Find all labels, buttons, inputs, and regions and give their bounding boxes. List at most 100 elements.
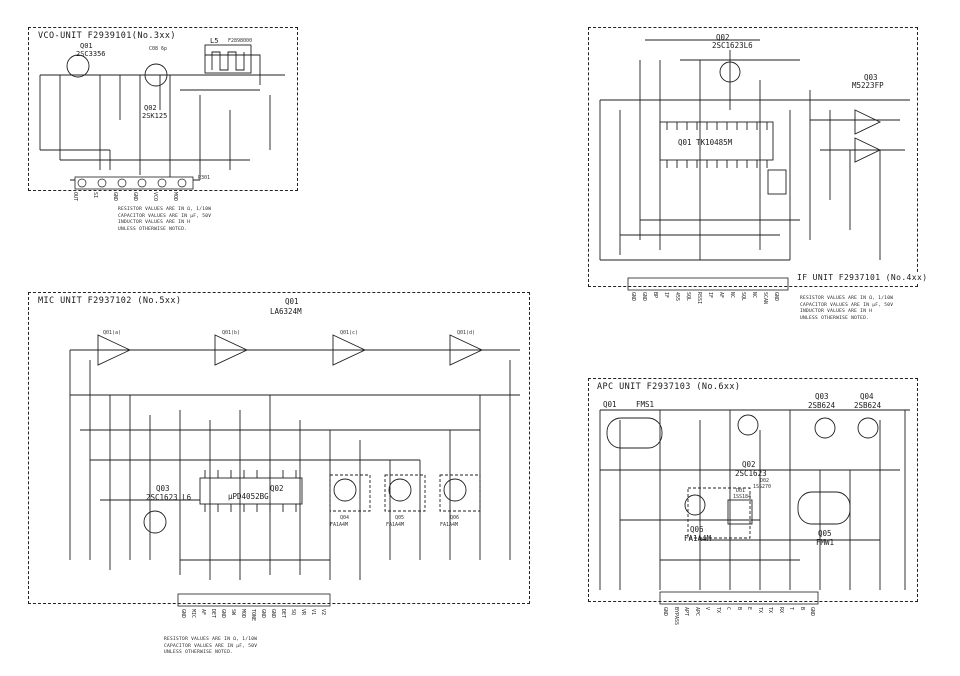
apc-d01-part: 1SS184: [733, 494, 752, 500]
apc-pin-label: B: [798, 607, 805, 611]
mic-note-line: RESISTOR VALUES ARE IN Ω, 1/10W: [164, 637, 258, 642]
if-q03-label: Q03: [864, 73, 878, 82]
apc-q03-part: 2SB624: [808, 401, 836, 410]
vco-q02-label: Q02: [144, 104, 157, 112]
mic-q03-label: Q03: [156, 484, 170, 493]
if-pin-label: 455: [674, 292, 680, 302]
apc-pin-label: E: [746, 607, 752, 611]
if-pin-label: IF: [663, 292, 669, 299]
mic-q06-label: Q06: [450, 515, 460, 521]
apc-pin-label: GND: [662, 607, 668, 617]
if-pin-label: NC: [751, 292, 757, 299]
mic-pin-label: AF: [200, 609, 206, 616]
if-pin-label: SQL: [740, 292, 746, 302]
apc-d02-label: D02: [760, 478, 770, 484]
if-pin-label: BP: [652, 292, 658, 299]
vco-coil-label: L5: [210, 37, 219, 45]
vco-coil-part: F2898000: [228, 38, 253, 44]
vco-note-line: CAPACITOR VALUES ARE IN µF, 50V: [118, 213, 212, 219]
if-q01-label: Q01 TK10485M: [678, 138, 733, 147]
mic-pin-label: SW: [230, 609, 236, 616]
if-pin-label: RSSI: [696, 292, 702, 305]
mic-opamp-b-label: Q01(b): [222, 330, 241, 336]
apc-pin-label: TX: [714, 607, 721, 614]
if-note-line: INDUCTOR VALUES ARE IN H: [800, 309, 873, 314]
apc-pin-label: RX: [777, 607, 784, 614]
mic-note-line: UNLESS OTHERWISE NOTED.: [164, 650, 234, 655]
mic-pin-label: DET: [280, 609, 286, 619]
vco-unit-title: VCO-UNIT F2939101(No.3xx): [36, 31, 178, 41]
apc-q06-label: Q06: [690, 525, 704, 534]
apc-q05-part: FMW1: [816, 538, 835, 547]
apc-pin-label: GND: [809, 607, 815, 617]
mic-q04-label: Q04: [340, 515, 350, 521]
mic-pin-label: MIC: [190, 609, 196, 619]
if-note-line: RESISTOR VALUES ARE IN Ω, 1/10W: [800, 296, 894, 301]
vco-q01-label: Q01: [80, 42, 93, 50]
apc-pin-label: T: [788, 607, 794, 611]
mic-q02-part: µPD4052BG: [228, 492, 269, 501]
mic-pin-label: GND: [260, 609, 266, 619]
mic-opamp-a-label: Q01(a): [103, 330, 122, 336]
if-q02-label: Q02: [716, 33, 730, 42]
apc-d02-part: 1SS270: [753, 484, 772, 490]
if-pin-label: SCAN: [762, 292, 768, 305]
apc-q02-part: 2SC1623: [735, 469, 767, 478]
apc-pin-label: TX: [756, 607, 763, 614]
vco-q01-part: 2SC3356: [76, 50, 106, 58]
mic-q05-part: FA1A4M: [386, 522, 405, 528]
mic-pin-label: MOD: [240, 609, 246, 619]
if-pin-label: SQL: [685, 292, 691, 302]
if-unit-title: IF UNIT F2937101 (No.4xx): [795, 273, 930, 282]
apc-unit-title: APC UNIT F2937103 (No.6xx): [595, 382, 743, 392]
mic-q01-part: LA6324M: [270, 307, 302, 316]
if-pin-label: NC: [729, 292, 735, 299]
vco-pin-label: GND: [132, 192, 138, 202]
mic-unit-frame: [28, 292, 530, 604]
vco-pin-label: OUT: [72, 192, 78, 202]
apc-q04-part: 2SB624: [854, 401, 882, 410]
if-notes: RESISTOR VALUES ARE IN Ω, 1/10W CAPACITO…: [800, 296, 893, 322]
apc-q05-label: Q05: [818, 529, 832, 538]
apc-q02-label: Q02: [742, 460, 756, 469]
apc-pin-label: APC: [693, 607, 700, 617]
if-pin-label: GND: [641, 292, 647, 302]
apc-pin-label: V: [704, 607, 710, 611]
if-pin-label: GND: [773, 292, 779, 302]
vco-note-line: RESISTOR VALUES ARE IN Ω, 1/10W: [118, 207, 212, 212]
mic-q02-label: Q02: [270, 484, 284, 493]
vco-q02-part: 2SK125: [142, 112, 168, 120]
mic-opamp-c-label: Q01(c): [340, 330, 359, 336]
apc-q01-label: Q01: [603, 400, 617, 409]
mic-notes: RESISTOR VALUES ARE IN Ω, 1/10W CAPACITO…: [164, 637, 257, 657]
mic-q05-label: Q05: [395, 515, 405, 521]
mic-pin-label: DET: [210, 609, 216, 619]
apc-pin-label: TX: [767, 607, 773, 614]
apc-q01-part: FMS1: [636, 400, 655, 409]
if-q02-part: 2SC1623L6: [712, 41, 753, 50]
if-pin-label: GND: [630, 292, 636, 302]
vco-pin-label: MOD: [172, 192, 178, 202]
if-pin-label: IF: [707, 292, 713, 299]
mic-note-line: CAPACITOR VALUES ARE IN µF, 50V: [164, 643, 258, 649]
mic-q06-part: FA1A4M: [440, 522, 459, 528]
vco-unit-frame: [28, 27, 298, 191]
mic-pin-label: TONE: [250, 609, 256, 622]
vco-pin-label: SI: [92, 192, 98, 199]
if-note-line: CAPACITOR VALUES ARE IN µF, 50V: [800, 302, 894, 308]
mic-pin-label: V2: [320, 609, 326, 616]
vco-note-line: INDUCTOR VALUES ARE IN H: [118, 220, 191, 225]
mic-pin-label: GND: [220, 609, 226, 619]
apc-q03-label: Q03: [815, 392, 829, 401]
vco-notes: RESISTOR VALUES ARE IN Ω, 1/10W CAPACITO…: [118, 207, 211, 233]
vco-pin-label: GND: [112, 192, 118, 202]
mic-pin-label: SQ: [290, 609, 296, 616]
if-pin-label: AF: [718, 292, 724, 299]
apc-pin-label: C: [725, 607, 731, 611]
apc-pin-label: BYPASS: [672, 607, 679, 626]
mic-pin-label: GND: [180, 609, 186, 619]
mic-pin-label: V1: [310, 609, 316, 616]
vco-pin-label: VCO: [152, 192, 158, 202]
apc-pin-label: APT: [683, 607, 689, 617]
